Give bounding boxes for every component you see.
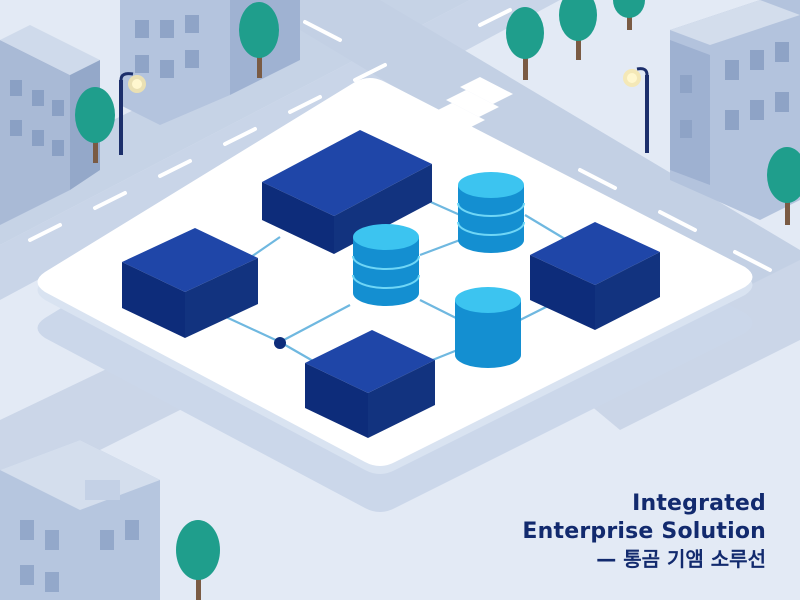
- tree-icon: [506, 7, 544, 80]
- caption-line-2: Enterprise Solution: [522, 518, 766, 544]
- database-cylinder-icon: [455, 287, 521, 368]
- tree-icon: [767, 147, 800, 225]
- network-node-dot: [274, 337, 286, 349]
- street-lamp-icon: [623, 67, 649, 153]
- database-cylinder-icon: [352, 224, 420, 306]
- crosswalk: [432, 77, 513, 130]
- trees: [75, 0, 800, 600]
- caption-line-1: Integrated: [632, 491, 766, 516]
- server-block-icon: [305, 330, 435, 438]
- building-top-right: [670, 0, 800, 220]
- tree-icon: [176, 520, 220, 600]
- tree-icon: [239, 2, 279, 78]
- caption-line-3: — 통곰 기앰 소루선: [596, 547, 766, 571]
- tree-icon: [613, 0, 645, 30]
- server-block-icon: [122, 228, 258, 338]
- building-bottom-left: [0, 440, 160, 600]
- server-block-icon: [530, 222, 660, 330]
- caption-block: Integrated Enterprise Solution — 통곰 기앰 소…: [522, 490, 766, 572]
- tree-icon: [75, 87, 115, 163]
- street-lamp-icon: [119, 72, 146, 155]
- tree-icon: [559, 0, 597, 60]
- database-cylinder-icon: [457, 172, 525, 253]
